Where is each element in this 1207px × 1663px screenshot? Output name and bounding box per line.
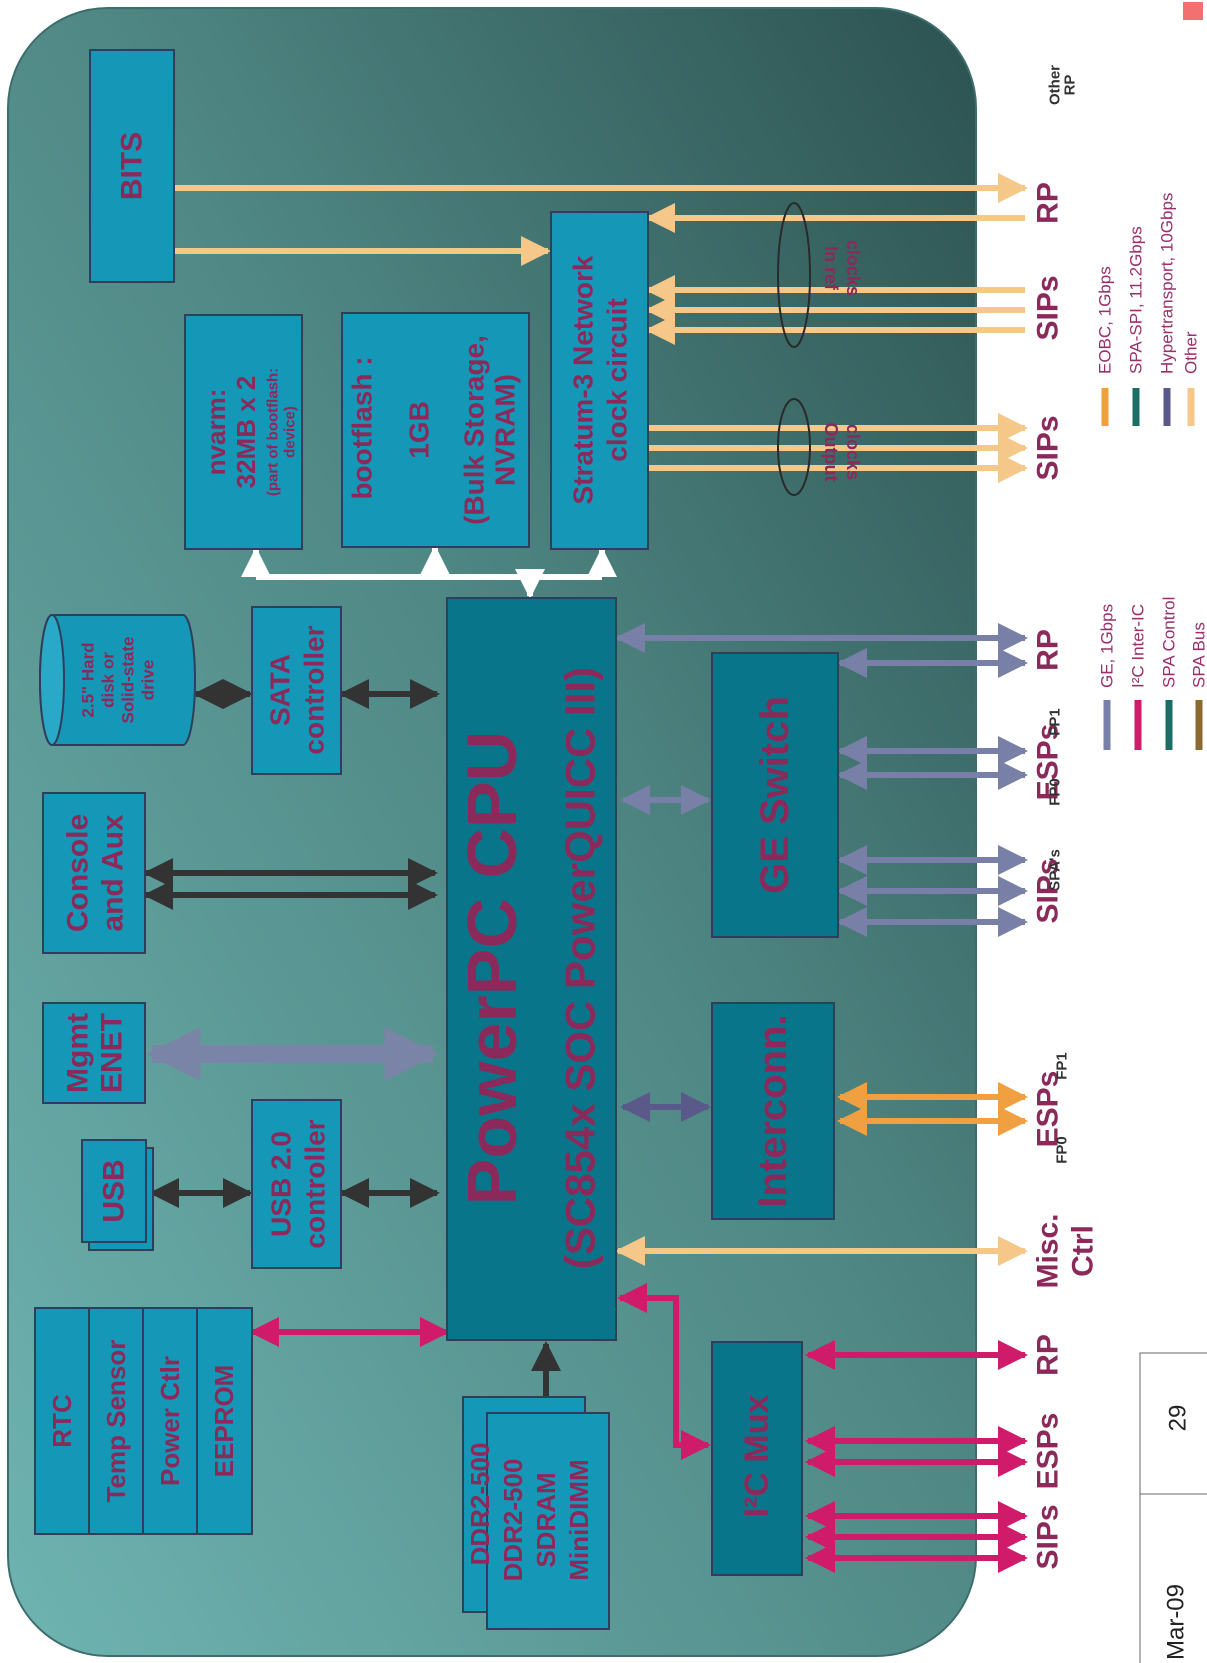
endpoint-misc-1: Misc.: [1032, 1213, 1065, 1288]
i2c-mux-label: I²C Mux: [738, 1395, 776, 1518]
disk-label-4: drive: [139, 660, 158, 701]
ddr-back-label: DDR2-500: [465, 1443, 495, 1566]
stratum-label-2: clock circuit: [602, 298, 633, 461]
usbctl-label-1: USB 2.0: [266, 1131, 297, 1237]
legend-hypertransport: Hypertransport, 10Gbps: [1158, 193, 1177, 374]
bits-label: BITS: [116, 132, 149, 200]
output-label-1: Output: [821, 423, 841, 482]
endpoint-rp-i2c: RP: [1032, 1334, 1065, 1376]
endpoint-spas-ge: SPA's: [1047, 849, 1064, 891]
endpoint-fp1-ge: FP1: [1047, 708, 1064, 736]
endpoint-rp-top: RP: [1032, 182, 1065, 224]
endpoint-fp0-ic: FP0: [1054, 1136, 1071, 1164]
usbctl-label-2: controller: [300, 1119, 331, 1248]
legend-spa-spi: SPA-SPI, 11.2Gbps: [1127, 226, 1146, 374]
ddr-label-1: DDR2-500: [498, 1459, 528, 1582]
bootflash-label-1: bootflash :: [347, 356, 378, 499]
output-label-2: clocks: [843, 424, 863, 480]
endpoint-fp0-ge: FP0: [1047, 778, 1064, 806]
nvram-note-2: device): [282, 406, 299, 458]
legend-spa-control: SPA Control: [1160, 597, 1179, 688]
footer: 29 Mar-09: [1140, 1353, 1207, 1663]
legend-spa-bus: SPA Bus: [1190, 622, 1207, 688]
mgmt-label-1: Mgmt: [62, 1013, 95, 1093]
sata-label-2: controller: [299, 625, 330, 754]
ddr-label-2: SDRAM: [531, 1472, 561, 1567]
nvram-label-2: 32MB x 2: [231, 376, 261, 489]
endpoint-sips-out: SIPs: [1032, 415, 1065, 480]
in-ref-label-2: clocks: [843, 240, 863, 296]
legend-other: Other: [1182, 331, 1201, 374]
mgmt-label-2: ENET: [96, 1013, 129, 1093]
cpu-label-1: PowerPC CPU: [453, 731, 531, 1206]
legend-right: EOBC, 1Gbps SPA-SPI, 11.2Gbps Hypertrans…: [1096, 193, 1201, 426]
footer-page: 29: [1165, 1405, 1192, 1432]
legend-i2c: I²C Inter-IC: [1129, 604, 1148, 688]
interconn-label: Interconn.: [751, 1014, 795, 1207]
endpoint-fp1-ic: FP1: [1054, 1052, 1071, 1080]
legend-left: GE, 1Gbps I²C Inter-IC SPA Control SPA B…: [1098, 597, 1207, 750]
console-label-2: and Aux: [97, 814, 130, 932]
stamp-mark: [1183, 2, 1203, 20]
disk-label-1: 2.5" Hard: [79, 642, 98, 717]
bootflash-label-3: (Bulk Storage,: [459, 335, 490, 525]
bootflash-label-2: 1GB: [404, 401, 435, 459]
disk-label-3: Solid-state: [119, 637, 138, 724]
endpoint-sips-mid: SIPs: [1032, 275, 1065, 340]
endpoint-esps-ic: ESPs: [1032, 1071, 1065, 1148]
legend-eobc: EOBC, 1Gbps: [1096, 266, 1115, 374]
console-label-1: Console: [62, 814, 95, 932]
endpoint-rp-ge: RP: [1032, 629, 1065, 671]
stratum-box: [551, 212, 648, 549]
ge-switch-label: GE Switch: [753, 696, 797, 894]
rtc-label: RTC: [47, 1394, 77, 1448]
eeprom-label: EEPROM: [209, 1365, 239, 1478]
temp-label: Temp Sensor: [101, 1340, 131, 1503]
in-ref-label-1: In ref: [821, 246, 841, 291]
legend-ge: GE, 1Gbps: [1098, 604, 1117, 688]
usb-label: USB: [98, 1159, 131, 1222]
endpoint-esps-i2c: ESPs: [1032, 1413, 1065, 1490]
sata-label-1: SATA: [265, 654, 296, 726]
nvram-note-1: (part of bootflash:: [265, 368, 282, 496]
footer-date: Mar-09: [1163, 1584, 1190, 1660]
nvram-label-1: nvarm:: [201, 389, 231, 476]
bootflash-label-4: NVRAM): [490, 374, 521, 486]
stratum-label-1: Stratum-3 Network: [568, 255, 599, 504]
disk-label-2: disk or: [99, 652, 118, 708]
endpoint-misc-2: Ctrl: [1067, 1225, 1100, 1277]
endpoint-sips-i2c: SIPs: [1032, 1504, 1065, 1569]
endpoint-other-rp-2: RP: [1062, 75, 1079, 96]
power-label: Power Ctlr: [155, 1356, 185, 1486]
cpu-label-2: (SC854x SOC PowerQUICC III): [557, 667, 604, 1269]
ddr-label-3: MiniDIMM: [564, 1459, 594, 1580]
